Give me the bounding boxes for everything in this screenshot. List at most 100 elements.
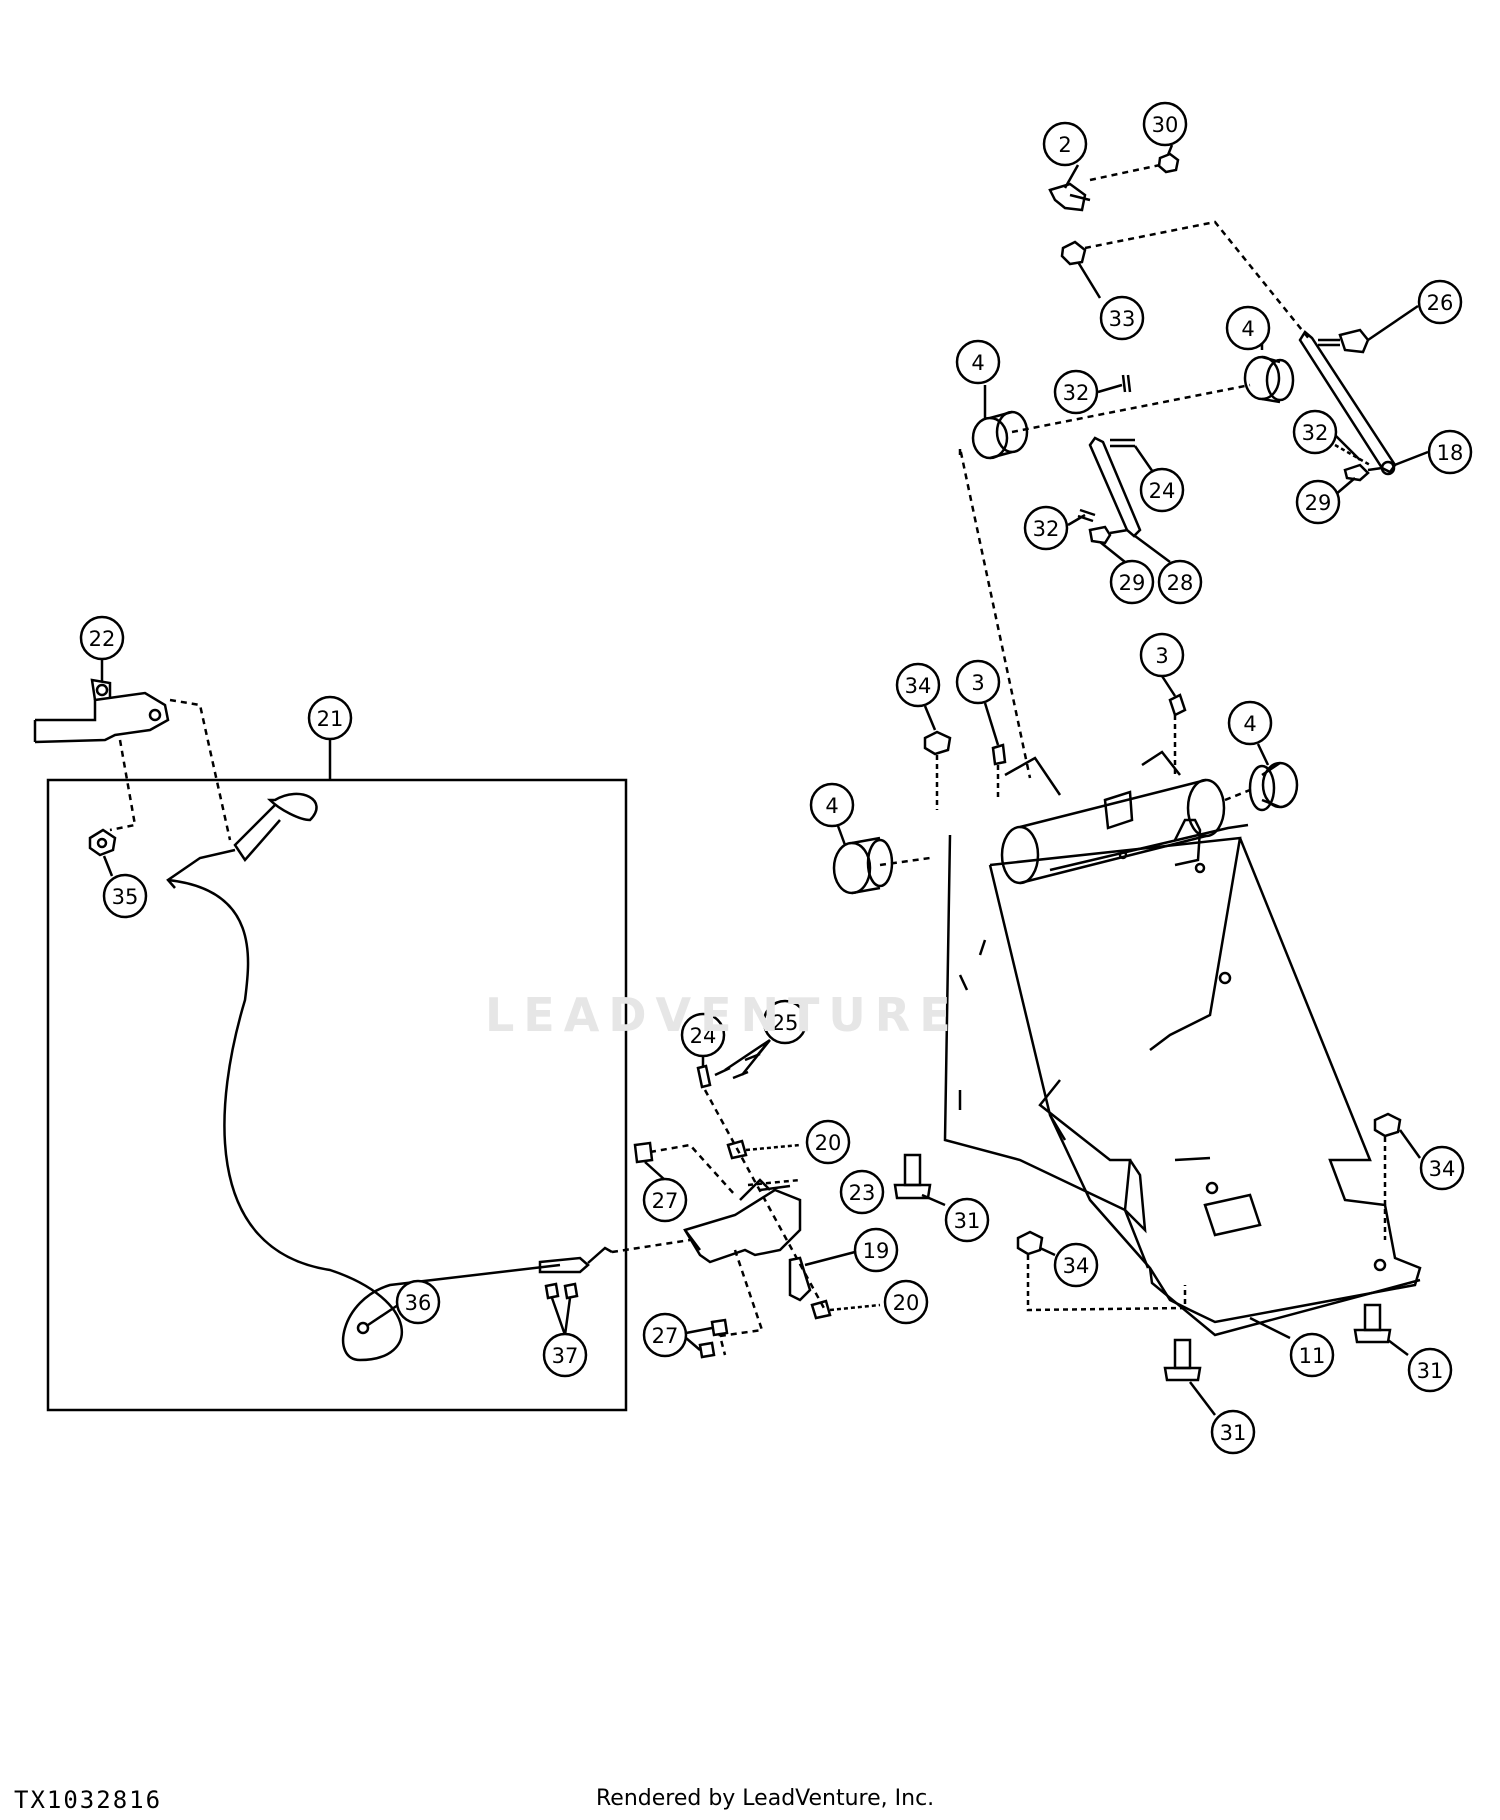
svg-text:20: 20 <box>893 1291 920 1315</box>
part-32-pin-upper <box>1121 374 1132 393</box>
svg-text:29: 29 <box>1119 571 1146 595</box>
svg-text:32: 32 <box>1063 381 1090 405</box>
callout-4-lower-left: 4 <box>809 782 855 846</box>
callout-11: 11 <box>1249 1316 1335 1378</box>
callout-35: 35 <box>102 855 148 919</box>
callout-32-upper: 32 <box>1053 369 1123 415</box>
leader-4-lower-left <box>879 856 931 867</box>
callout-4-upper-left: 4 <box>955 339 1001 418</box>
leader-22-21 <box>169 698 232 841</box>
part-31-bolt-bottom <box>1163 1338 1202 1382</box>
part-28-link <box>1088 436 1142 538</box>
callout-32-middle: 32 <box>1023 505 1086 551</box>
svg-text:22: 22 <box>89 627 116 651</box>
callout-2: 2 <box>1042 121 1088 189</box>
leader-27-lower <box>718 1249 764 1356</box>
part-32-pin-middle <box>1077 508 1096 523</box>
part-11-pivot-tube <box>1000 750 1249 885</box>
leader-latch-axis <box>703 1089 827 1311</box>
callout-24-upper: 24 <box>1133 445 1185 513</box>
callout-25: 25 <box>724 999 808 1076</box>
svg-text:31: 31 <box>954 1209 981 1233</box>
part-4-bushing-upper-right <box>1243 355 1295 404</box>
part-21-cable <box>166 792 613 1362</box>
part-27-screw-upper <box>633 1141 654 1164</box>
svg-text:27: 27 <box>652 1189 679 1213</box>
leader-20-lower <box>829 1303 881 1312</box>
callout-34-bottom: 34 <box>1039 1242 1099 1288</box>
callout-29-middle: 29 <box>1099 541 1155 605</box>
part-37-clips <box>544 1282 579 1300</box>
part-35-nut <box>88 828 117 857</box>
part-24-pin-upper <box>1110 438 1135 448</box>
leader-4-to-bracket <box>958 447 1032 779</box>
svg-text:27: 27 <box>652 1324 679 1348</box>
part-23-latch <box>683 1178 802 1264</box>
svg-text:24: 24 <box>690 1024 717 1048</box>
callout-3-left: 3 <box>955 659 1001 746</box>
svg-text:35: 35 <box>112 885 139 909</box>
part-19-spring <box>788 1256 812 1302</box>
svg-text:2: 2 <box>1058 133 1071 157</box>
callout-4-lower-right: 4 <box>1227 700 1273 766</box>
svg-text:20: 20 <box>815 1131 842 1155</box>
leader-2-30 <box>1089 163 1161 182</box>
svg-text:19: 19 <box>863 1239 890 1263</box>
leader-4-lower-right <box>1224 788 1251 802</box>
callout-23: 23 <box>839 1169 885 1215</box>
callout-20-lower: 20 <box>883 1279 929 1325</box>
callout-30: 30 <box>1142 101 1188 156</box>
leader-22-35 <box>109 739 137 832</box>
part-27-screw-lower <box>698 1318 729 1359</box>
leader-cable-23 <box>611 1238 691 1254</box>
callout-27-lower: 27 <box>642 1312 713 1358</box>
part-33-nut <box>1060 240 1087 266</box>
svg-text:25: 25 <box>772 1011 799 1035</box>
callout-24-lower: 24 <box>680 1012 726 1066</box>
svg-text:4: 4 <box>1241 317 1254 341</box>
svg-text:26: 26 <box>1427 291 1454 315</box>
callout-34-top: 34 <box>895 662 941 731</box>
callout-31-right: 31 <box>1387 1339 1453 1393</box>
callout-29-right: 29 <box>1295 477 1356 525</box>
svg-text:21: 21 <box>317 707 344 731</box>
callout-32-right: 32 <box>1292 409 1361 461</box>
svg-text:3: 3 <box>971 671 984 695</box>
svg-text:3: 3 <box>1155 644 1168 668</box>
svg-text:31: 31 <box>1220 1421 1247 1445</box>
callout-33: 33 <box>1076 261 1145 341</box>
svg-text:29: 29 <box>1305 491 1332 515</box>
part-22-bracket <box>33 678 170 744</box>
part-34-nut-bottom <box>1016 1230 1044 1256</box>
leader-20-upper <box>745 1143 801 1152</box>
part-11-bracket <box>943 834 1422 1337</box>
svg-text:34: 34 <box>1429 1157 1456 1181</box>
svg-text:23: 23 <box>849 1181 876 1205</box>
svg-text:4: 4 <box>825 794 838 818</box>
svg-text:34: 34 <box>1063 1254 1090 1278</box>
svg-text:37: 37 <box>552 1344 579 1368</box>
part-34-nut-top <box>923 730 952 756</box>
callout-3-right: 3 <box>1139 632 1185 697</box>
svg-text:34: 34 <box>905 674 932 698</box>
callout-22: 22 <box>79 615 125 682</box>
part-31-bolt-right <box>1353 1303 1392 1344</box>
svg-text:32: 32 <box>1033 517 1060 541</box>
part-24-pin-lower <box>696 1064 712 1089</box>
svg-text:28: 28 <box>1167 571 1194 595</box>
callout-31-left: 31 <box>921 1193 990 1243</box>
callout-21: 21 <box>307 695 353 741</box>
callout-31-bottom: 31 <box>1189 1381 1256 1455</box>
leader-27-upper <box>649 1143 736 1196</box>
render-credit: Rendered by LeadVenture, Inc. <box>596 1786 935 1811</box>
svg-text:36: 36 <box>405 1291 432 1315</box>
svg-text:33: 33 <box>1109 307 1136 331</box>
part-3-fitting-right <box>1168 693 1187 717</box>
part-4-bushing-lower-right <box>1248 761 1299 812</box>
part-26-bolt <box>1318 328 1370 354</box>
callout-26: 26 <box>1367 279 1463 342</box>
part-20-roller-upper <box>726 1139 748 1160</box>
callout-28: 28 <box>1134 534 1203 605</box>
callout-37: 37 <box>542 1297 588 1378</box>
